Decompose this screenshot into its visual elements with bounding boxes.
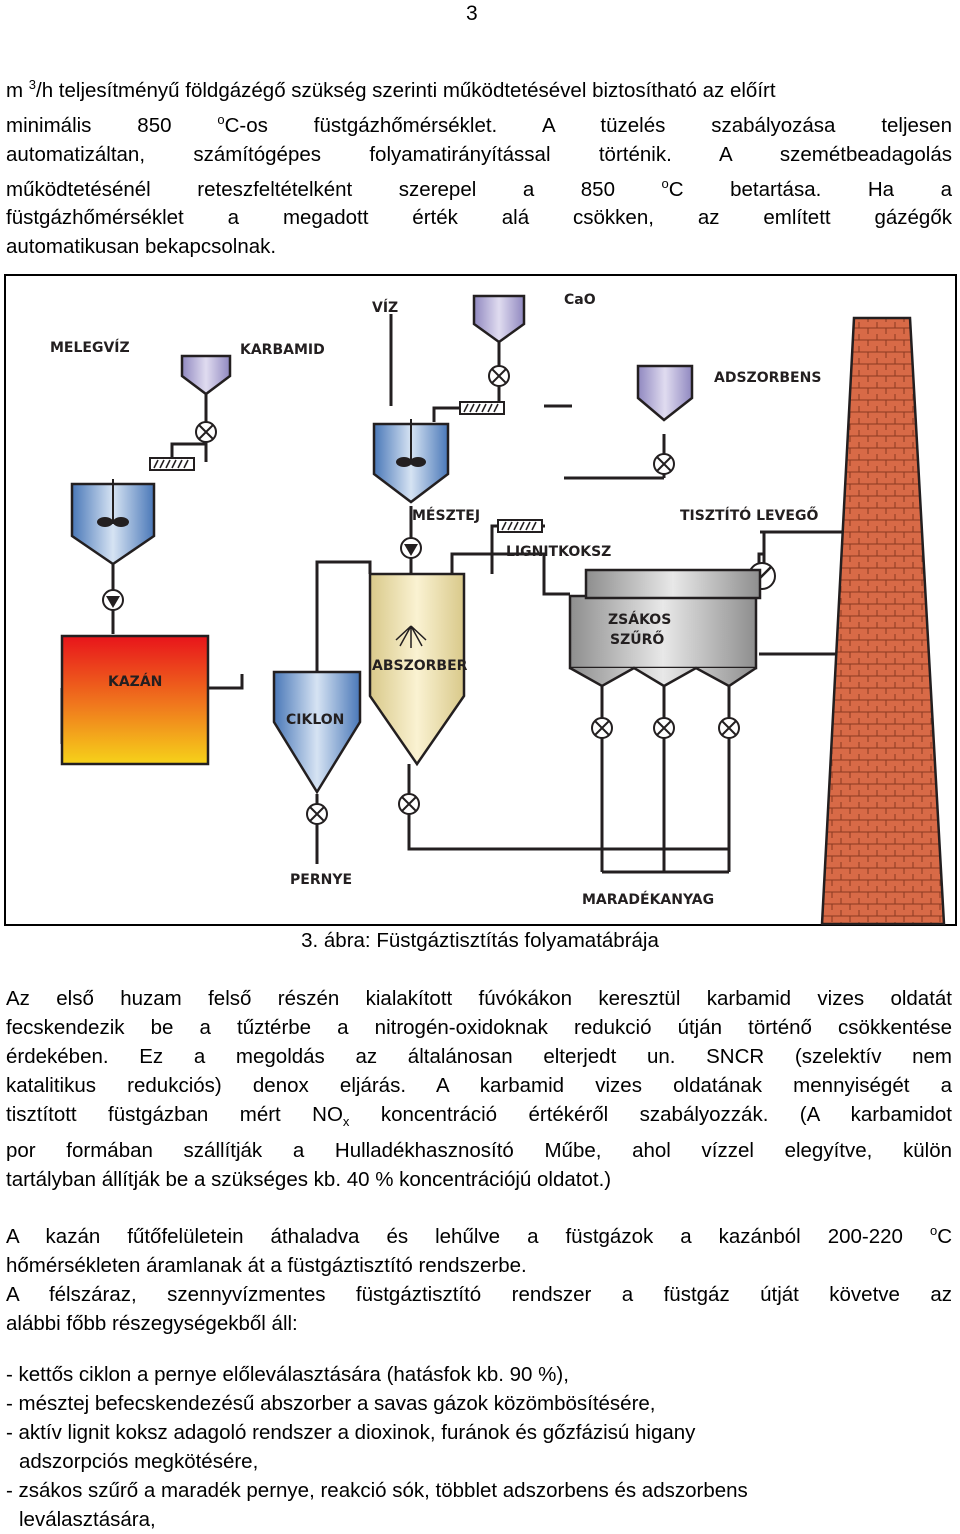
p1-line-4: katalitikus redukciós) denox eljárás. A … xyxy=(6,1074,952,1097)
component-list: - kettős ciklon a pernye előleválasztásá… xyxy=(6,1360,952,1534)
ciklon-valve xyxy=(306,803,328,825)
label-melegviz: MELEGVÍZ xyxy=(50,339,130,356)
label-szuro: SZŰRŐ xyxy=(610,630,664,648)
list-item: leválasztására, xyxy=(19,1508,156,1531)
label-pernye: PERNYE xyxy=(290,872,352,888)
list-item: adszorpciós megkötésére, xyxy=(19,1450,259,1473)
zsakos-szuro xyxy=(568,568,762,688)
label-kazan: KAZÁN xyxy=(108,673,162,690)
label-abszorber: ABSZORBER xyxy=(372,658,468,674)
intro-line-4: működtetésénél reteszfeltételként szerep… xyxy=(6,175,952,201)
lignitkoksz-screw xyxy=(497,519,543,533)
intro-line-3: automatizáltan, számítógépes folyamatirá… xyxy=(6,142,952,166)
list-item: - aktív lignit koksz adagoló rendszer a … xyxy=(6,1421,696,1444)
body-paragraph-2: A kazán fűtőfelületein áthaladva és lehű… xyxy=(6,1216,952,1338)
filter-valve-3 xyxy=(718,717,740,739)
mesztej-pump xyxy=(400,537,422,559)
p1-line-1: Az első huzam felső részén kialakított f… xyxy=(6,987,952,1010)
intro-line-2: minimális 850 oC-os füstgázhőmérséklet. … xyxy=(6,111,952,137)
intro-line-6: automatikusan bekapcsolnak. xyxy=(6,235,277,259)
melegviz-tank xyxy=(70,479,156,566)
karbamid-valve xyxy=(195,421,217,443)
flow-diagram: MELEGVÍZ KARBAMID VÍZ CaO ADSZORBENS MÉS… xyxy=(4,274,957,926)
adszorbens-silo xyxy=(636,364,694,422)
label-lignitkoksz: LIGNITKOKSZ xyxy=(506,544,611,560)
label-maradekanyag: MARADÉKANYAG xyxy=(582,891,714,908)
label-karbamid: KARBAMID xyxy=(240,342,325,358)
label-zsakos: ZSÁKOS xyxy=(608,611,671,628)
melegviz-pump xyxy=(102,589,124,611)
cao-valve xyxy=(488,365,510,387)
p2-line-3: A félszáraz, szennyvízmentes füstgáztisz… xyxy=(6,1282,952,1306)
p2-line-4: alábbi főbb részegységekből áll: xyxy=(6,1311,298,1335)
intro-line-5: füstgázhőmérséklet a megadott érték alá … xyxy=(6,206,952,230)
label-cao: CaO xyxy=(564,292,596,308)
p1-line-2: fecskendezik be a tűztérbe a nitrogén-ox… xyxy=(6,1016,952,1039)
list-item: - zsákos szűrő a maradék pernye, reakció… xyxy=(6,1479,748,1502)
p1-line-3: érdekében. Ez a megoldás az általánosan … xyxy=(6,1045,952,1068)
list-item: - mésztej befecskendezésű abszorber a sa… xyxy=(6,1392,656,1415)
p1-line-5: tisztított füstgázban mért NOx koncentrá… xyxy=(6,1103,952,1130)
abszorber-valve xyxy=(398,793,420,815)
intro-paragraph: m 3/h teljesítményű földgázégő szükség s… xyxy=(6,70,952,261)
label-mesztej: MÉSZTEJ xyxy=(412,507,480,524)
page-number: 3 xyxy=(466,2,478,25)
cao-silo xyxy=(472,294,526,344)
p2-line-2: hőmérsékleten áramlanak át a füstgáztisz… xyxy=(6,1253,527,1277)
figure-frame xyxy=(4,274,957,926)
list-item: - kettős ciklon a pernye előleválasztásá… xyxy=(6,1363,569,1386)
ciklon xyxy=(272,670,362,795)
label-tisztito-levego: TISZTÍTÓ LEVEGŐ xyxy=(680,506,818,524)
body-paragraph-1: Az első huzam felső részén kialakított f… xyxy=(6,984,952,1194)
figure-caption: 3. ábra: Füstgáztisztítás folyamatábrája xyxy=(301,929,659,952)
p1-line-6: por formában szállítják a Hulladékhaszno… xyxy=(6,1139,952,1163)
chimney xyxy=(820,316,946,926)
mesztej-tank xyxy=(372,419,450,504)
intro-line-1: m 3/h teljesítményű földgázégő szükség s… xyxy=(6,77,776,102)
p1-line-7: tartályban állítják be a szükséges kb. 4… xyxy=(6,1168,612,1192)
kazan-boiler xyxy=(60,634,210,766)
karbamid-silo xyxy=(180,354,232,396)
abszorber xyxy=(368,572,466,767)
label-ciklon: CIKLON xyxy=(286,712,344,728)
label-viz: VÍZ xyxy=(372,299,398,316)
cao-screw xyxy=(459,401,505,415)
p2-line-1: A kazán fűtőfelületein áthaladva és lehű… xyxy=(6,1223,952,1248)
label-adszorbens: ADSZORBENS xyxy=(714,370,821,386)
filter-valve-1 xyxy=(591,717,613,739)
filter-valve-2 xyxy=(653,717,675,739)
karbamid-screw xyxy=(149,457,195,471)
adszorbens-valve xyxy=(653,453,675,475)
